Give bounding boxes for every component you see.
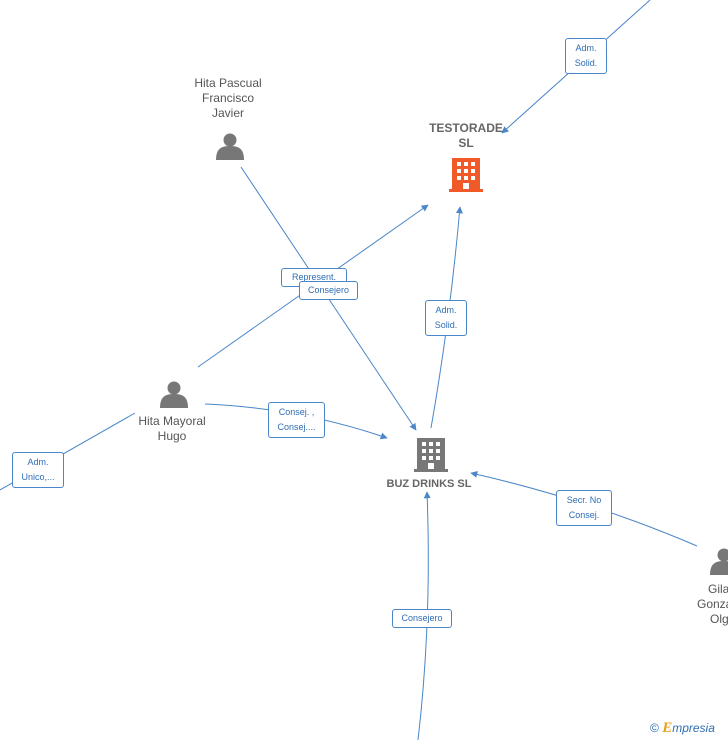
node-label-line: TESTORADE <box>429 121 503 135</box>
node-label-line: Hugo <box>157 429 187 443</box>
node-buz-drinks[interactable]: BUZ DRINKS SL <box>374 477 484 492</box>
node-label-line: BUZ DRINKS SL <box>386 478 472 490</box>
logo-text: mpresia <box>672 721 715 735</box>
logo-letter: E <box>662 720 673 736</box>
node-testorade[interactable]: TESTORADE SL <box>416 121 516 151</box>
edge-label-line: Solid. <box>434 320 458 330</box>
person-icon <box>160 381 188 408</box>
edge-label-consejero-top[interactable]: Consejero <box>299 281 358 300</box>
edge-label-line: Adm. <box>575 43 597 53</box>
edge-label-line: Consejero <box>401 613 443 623</box>
node-label-line: Olg <box>710 612 728 626</box>
node-label-line: Hita Mayoral <box>138 414 206 428</box>
empresia-logo: © Empresia <box>650 720 715 737</box>
node-label-line: Javier <box>211 106 244 120</box>
node-hita-pascual[interactable]: Hita Pascual Francisco Javier <box>178 76 278 121</box>
edge-label-adm-solid-top[interactable]: Adm. Solid. <box>565 38 607 74</box>
edge-label-line: Unico,... <box>21 472 55 482</box>
edge-label-line: Consej. , <box>278 407 315 417</box>
node-label-line: Francisco <box>201 91 254 105</box>
building-icon <box>414 438 448 472</box>
edge-label-consejero-bottom[interactable]: Consejero <box>392 609 452 628</box>
node-label-line: SL <box>458 136 474 150</box>
edge-label-adm-solid-mid[interactable]: Adm. Solid. <box>425 300 467 336</box>
node-label-line: Gila <box>708 582 728 596</box>
building-icon <box>449 158 483 192</box>
node-hita-mayoral[interactable]: Hita Mayoral Hugo <box>122 414 222 444</box>
edge-label-line: Represent. <box>291 272 337 282</box>
edge-label-consej-multi[interactable]: Consej. , Consej.... <box>268 402 325 438</box>
edge-label-adm-unico[interactable]: Adm. Unico,... <box>12 452 64 488</box>
edge-label-line: Consej.... <box>277 422 316 432</box>
edge-label-line: Consej. <box>568 510 600 520</box>
node-label-line: Hita Pascual <box>194 76 262 90</box>
node-gila[interactable]: Gila Gonza Olg <box>694 582 728 627</box>
edge-label-secr-no-consej[interactable]: Secr. No Consej. <box>556 490 612 526</box>
node-label-line: Gonza <box>697 597 728 611</box>
person-icon <box>216 133 244 160</box>
copyright-symbol: © <box>650 721 659 735</box>
edge-label-line: Adm. <box>435 305 457 315</box>
edge-label-line: Secr. No <box>566 495 602 505</box>
edge-label-line: Consejero <box>307 285 350 295</box>
person-icon <box>710 548 728 575</box>
edge-label-line: Solid. <box>574 58 598 68</box>
edge-label-line: Adm. <box>27 457 49 467</box>
